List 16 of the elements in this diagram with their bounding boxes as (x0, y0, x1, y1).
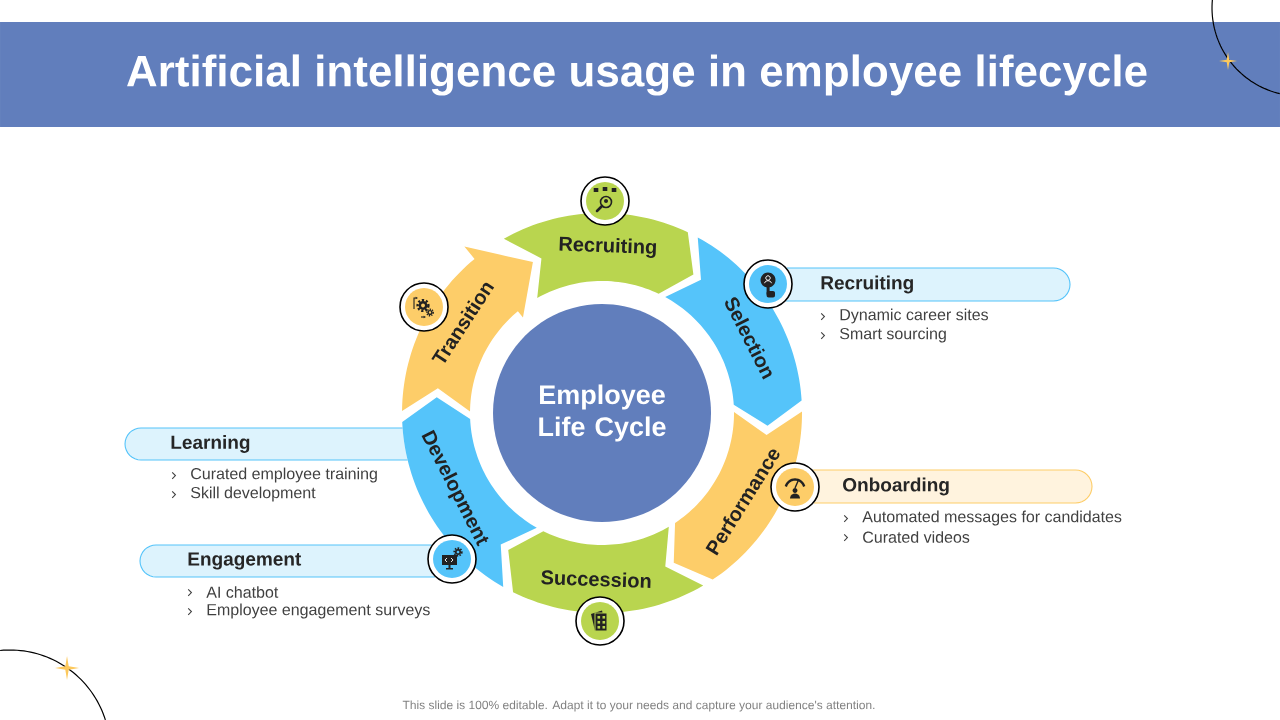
arrow-segment: Succession (508, 526, 704, 613)
title: Artificial intelligence usage in employee lifecycle (127, 54, 1147, 96)
heading-pill: Engagement (139, 544, 436, 578)
list-item: AI chatbot (187, 586, 279, 598)
list-item: Curated employee training (171, 467, 377, 483)
heading-pill: Onboarding (812, 469, 1093, 504)
list-item: Smart sourcing (820, 327, 946, 343)
arrow-segment: Recruiting (503, 213, 694, 298)
heading-pill: Learning (124, 427, 409, 461)
list-item: Curated videos (843, 531, 970, 543)
list-item: Automated messages for candidates (843, 510, 1122, 526)
heading-pill: Recruiting (785, 267, 1071, 302)
list-item: Employee engagement surveys (187, 603, 430, 619)
footnote: This slide is 100% editable. Adapt it to your needs and capture your audience's attention. (402, 700, 875, 712)
list-item: Skill development (171, 486, 316, 502)
list-item: Dynamic career sites (820, 308, 989, 324)
